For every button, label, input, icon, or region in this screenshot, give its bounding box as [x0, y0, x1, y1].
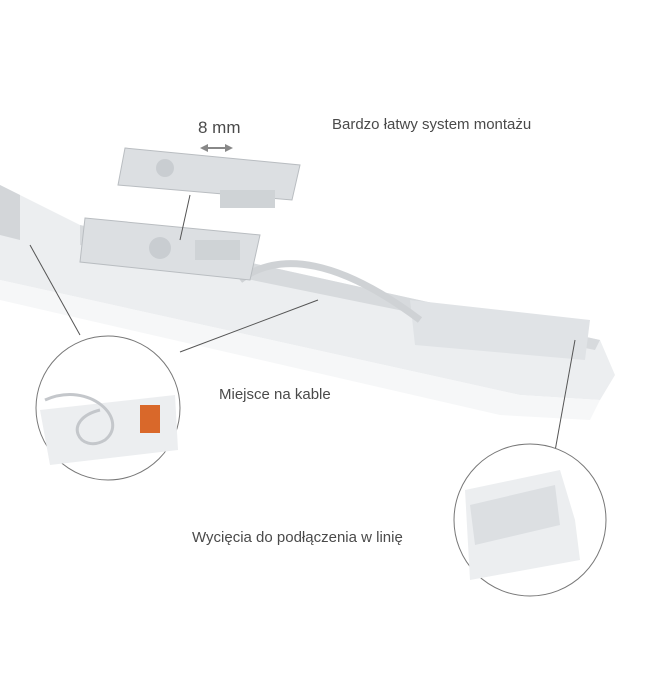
- leader-line-inset-left: [29, 244, 81, 336]
- clip-guide-line: [179, 194, 191, 241]
- mounting-clip-upper: [117, 147, 301, 208]
- gap-arrow-icon: [200, 144, 233, 152]
- inset-cutout-detail: [453, 443, 607, 597]
- gap-label: 8 mm: [198, 118, 241, 137]
- mounting-clip-lower: [79, 217, 261, 281]
- cable-space-label: Miejsce na kable: [219, 386, 331, 403]
- leader-line-cables: [179, 299, 319, 353]
- inset-cable-detail: [35, 335, 181, 481]
- mounting-label: Bardzo łatwy system montażu: [332, 116, 532, 133]
- cutouts-label: Wycięcia do podłączenia w linię: [192, 529, 403, 546]
